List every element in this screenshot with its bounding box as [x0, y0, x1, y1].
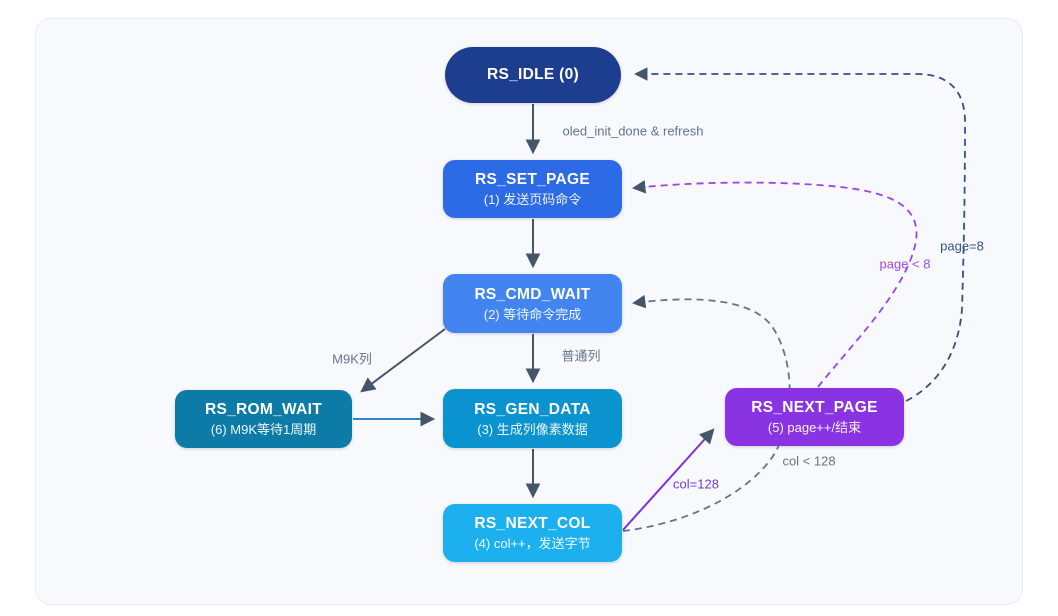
state-node-rs-cmd-wait: RS_CMD_WAIT (2) 等待命令完成	[443, 274, 622, 333]
state-subtitle: (5) page++/结束	[767, 420, 862, 436]
state-subtitle: (6) M9K等待1周期	[210, 422, 317, 438]
state-subtitle: (2) 等待命令完成	[483, 306, 582, 322]
edge-label-page-lt-8: page < 8	[879, 256, 931, 272]
edge-label-page-eq-8: page=8	[940, 238, 984, 254]
state-subtitle: (4) col++，发送字节	[474, 536, 591, 552]
state-title: RS_IDLE (0)	[486, 66, 579, 84]
edge-label-col-eq-128: col=128	[673, 476, 719, 492]
state-node-rs-rom-wait: RS_ROM_WAIT (6) M9K等待1周期	[175, 390, 352, 448]
state-title: RS_ROM_WAIT	[205, 401, 322, 419]
state-title: RS_GEN_DATA	[474, 400, 591, 418]
edge-label-m9k-col: M9K列	[332, 351, 372, 367]
edge-label-oled-init-done-refresh: oled_init_done & refresh	[562, 123, 704, 139]
state-node-rs-set-page: RS_SET_PAGE (1) 发送页码命令	[443, 160, 622, 218]
edge-label-col-lt-128: col < 128	[782, 453, 836, 469]
state-subtitle: (3) 生成列像素数据	[477, 421, 588, 437]
state-title: RS_SET_PAGE	[475, 171, 590, 189]
state-node-rs-next-col: RS_NEXT_COL (4) col++，发送字节	[443, 504, 622, 562]
state-title: RS_NEXT_COL	[474, 515, 591, 533]
state-title: RS_NEXT_PAGE	[751, 399, 878, 417]
state-node-rs-next-page: RS_NEXT_PAGE (5) page++/结束	[725, 388, 904, 446]
state-subtitle: (1) 发送页码命令	[483, 192, 582, 208]
state-node-rs-idle: RS_IDLE (0)	[445, 47, 621, 103]
edge-label-normal-col: 普通列	[561, 348, 601, 364]
state-node-rs-gen-data: RS_GEN_DATA (3) 生成列像素数据	[443, 389, 622, 448]
state-title: RS_CMD_WAIT	[474, 285, 591, 303]
